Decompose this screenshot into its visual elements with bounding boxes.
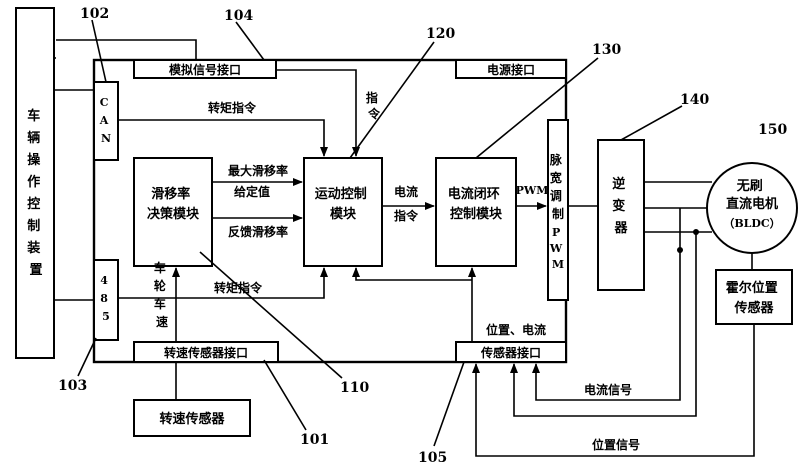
position-current-title: 位置、电流 <box>486 322 546 337</box>
speed-sensor-port: 转速传感器接口 <box>133 341 279 363</box>
analog-command-arrow <box>276 69 360 157</box>
leader-103 <box>77 337 97 377</box>
max-slip-label: 最大滑移率 <box>228 163 288 178</box>
vehicle-control-box: 车 辆 操 作 控 制 装 置 <box>15 7 55 359</box>
svg-text:电流闭环 控制模块: 电流闭环 控制模块 <box>448 186 505 222</box>
svg-text:逆 变 器: 逆 变 器 <box>612 176 630 236</box>
command-label: 指 令 <box>366 90 382 121</box>
motion-control-module: 运动控制 模块 <box>303 157 383 267</box>
svg-text:（BLDC）: （BLDC） <box>723 217 780 230</box>
wheel-speed-label: 车 轮 车 速 <box>154 260 170 329</box>
leader-110 <box>199 251 343 379</box>
position-current-port: 传感器接口 <box>455 341 567 363</box>
current-signal-line-1 <box>532 250 681 401</box>
leader-102 <box>91 19 107 83</box>
power-port: 电源接口 <box>455 59 567 79</box>
svg-text:霍尔位置 传感器: 霍尔位置 传感器 <box>726 280 783 316</box>
position-signal-line <box>472 324 755 457</box>
ref-103: 103 <box>58 378 87 394</box>
svg-text:传感器接口: 传感器接口 <box>480 345 541 360</box>
svg-text:P W M: P W M <box>549 226 566 271</box>
current-signal-label: 电流信号 <box>584 382 632 397</box>
svg-text:电源接口: 电源接口 <box>487 62 535 77</box>
svg-text:脉 宽 调 制: 脉 宽 调 制 <box>549 152 566 221</box>
torque-command-bottom-label: 转矩指令 <box>214 280 263 295</box>
given-value-label: 给定值 <box>234 184 270 199</box>
can-interface-box: C A N <box>93 81 119 161</box>
current-command-label-1: 电流 <box>394 184 418 199</box>
pwm-box: 脉 宽 调 制 P W M <box>547 119 569 301</box>
current-signal-line-2 <box>510 232 697 417</box>
analog-signal-port: 模拟信号接口 <box>133 59 277 79</box>
ref-130: 130 <box>592 42 621 58</box>
leader-140 <box>620 105 683 141</box>
leader-105 <box>433 361 465 447</box>
hall-sensor-box: 霍尔位置 传感器 <box>715 269 793 325</box>
ref-104: 104 <box>224 8 253 24</box>
leader-130 <box>475 57 599 159</box>
svg-text:4 8 5: 4 8 5 <box>100 274 112 323</box>
leader-101 <box>263 359 307 431</box>
torque-command-top-arrow <box>118 119 328 157</box>
ref-102: 102 <box>80 6 109 22</box>
ref-140: 140 <box>680 92 709 108</box>
vehicle-can-link <box>54 57 56 59</box>
inverter-box: 逆 变 器 <box>597 139 645 291</box>
svg-text:滑移率 决策模块: 滑移率 决策模块 <box>147 186 200 222</box>
ref-101: 101 <box>300 432 329 448</box>
torque-command-bottom-arrow <box>118 267 328 299</box>
junction-dot-2 <box>693 229 699 235</box>
vehicle-control-label: 车 辆 操 作 控 制 装 置 <box>26 108 45 278</box>
speed-sensor-box: 转速传感器 <box>133 399 251 437</box>
svg-text:转速传感器接口: 转速传感器接口 <box>164 345 248 360</box>
svg-text:模拟信号接口: 模拟信号接口 <box>169 62 241 77</box>
bldc-motor: 无刷 直流电机 （BLDC） <box>706 162 798 254</box>
ref-110: 110 <box>340 380 369 396</box>
rs485-interface-box: 4 8 5 <box>93 259 119 341</box>
slip-decision-module: 滑移率 决策模块 <box>133 157 213 267</box>
torque-command-top-label: 转矩指令 <box>208 100 257 115</box>
leader-120 <box>349 41 435 159</box>
ref-105: 105 <box>418 450 447 466</box>
vehicle-analog-wire <box>56 39 197 60</box>
current-command-label-2: 指令 <box>394 208 419 223</box>
svg-text:无刷 直流电机: 无刷 直流电机 <box>726 179 778 212</box>
leader-104 <box>235 21 265 61</box>
position-signal-label: 位置信号 <box>592 437 640 452</box>
pwm-signal-label: PWM <box>516 184 549 197</box>
svg-text:转速传感器: 转速传感器 <box>159 411 225 427</box>
current-loop-module: 电流闭环 控制模块 <box>435 157 517 267</box>
feedback-slip-label: 反馈滑移率 <box>228 224 288 239</box>
svg-text:C A N: C A N <box>99 96 113 145</box>
svg-text:运动控制 模块: 运动控制 模块 <box>315 186 372 222</box>
feedback-to-motion-arrow <box>352 267 472 281</box>
ref-120: 120 <box>426 26 455 42</box>
ref-150: 150 <box>758 122 787 138</box>
